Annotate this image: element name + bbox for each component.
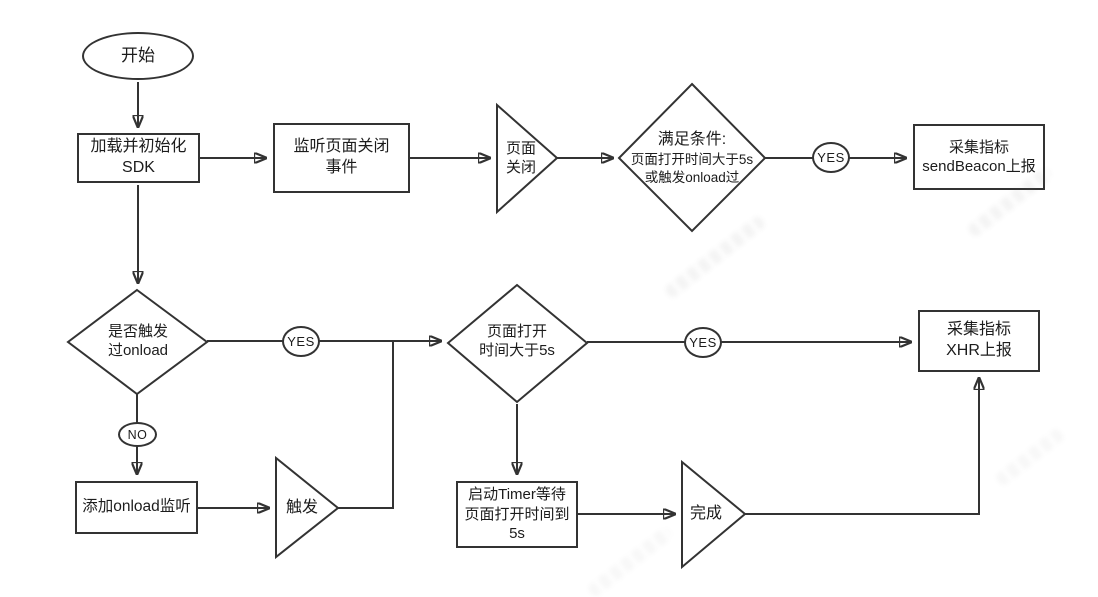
edge-trigger-merge — [338, 341, 394, 509]
edge-done-to-xhr — [745, 378, 979, 515]
diamond-condition-label: 满足条件: 页面打开时间大于5s 或触发onload过 — [612, 118, 772, 200]
triangle-page-close-shape — [496, 102, 559, 215]
diamond-open-time-label: 页面打开 时间大于5s — [479, 322, 555, 360]
edge-label-yes-condition: YES — [812, 142, 850, 173]
condition-title: 满足条件: — [657, 131, 727, 149]
edge-label-yes-open-time: YES — [684, 327, 722, 358]
condition-line3: 或触发onload过 — [644, 170, 740, 186]
triangle-trigger-label: 触发 — [285, 498, 318, 516]
diamond-condition-shape — [617, 82, 767, 233]
node-init-sdk: 加载并初始化 SDK — [77, 133, 200, 183]
node-send-beacon: 采集指标 sendBeacon上报 — [913, 124, 1045, 190]
edge-label-no-onload: NO — [118, 422, 157, 447]
edge-label-yes-onload: YES — [282, 326, 320, 357]
node-start-timer: 启动Timer等待 页面打开时间到 5s — [456, 481, 578, 548]
triangle-trigger-shape — [275, 455, 340, 560]
diamond-onload-check-label: 是否触发 过onload — [107, 322, 169, 360]
node-start-label: 开始 — [121, 45, 155, 65]
node-listen-close-label: 监听页面关闭 事件 — [293, 138, 390, 176]
node-add-onload: 添加onload监听 — [75, 481, 198, 534]
triangle-done-label: 完成 — [689, 504, 722, 522]
node-listen-close: 监听页面关闭 事件 — [273, 123, 410, 193]
diamond-open-time-shape — [446, 283, 589, 404]
node-start-timer-label: 启动Timer等待 页面打开时间到 5s — [464, 486, 570, 543]
node-add-onload-label: 添加onload监听 — [82, 498, 191, 516]
node-init-sdk-label: 加载并初始化 SDK — [90, 138, 187, 176]
node-xhr-report: 采集指标 XHR上报 — [918, 310, 1040, 372]
triangle-done-shape — [681, 459, 747, 570]
node-xhr-report-label: 采集指标 XHR上报 — [946, 321, 1012, 359]
diamond-onload-check-shape — [66, 288, 209, 396]
node-start: 开始 — [82, 32, 194, 80]
triangle-page-close-label: 页面 关闭 — [505, 139, 536, 177]
condition-line2: 页面打开时间大于5s — [630, 152, 754, 168]
node-send-beacon-label: 采集指标 sendBeacon上报 — [922, 138, 1036, 176]
